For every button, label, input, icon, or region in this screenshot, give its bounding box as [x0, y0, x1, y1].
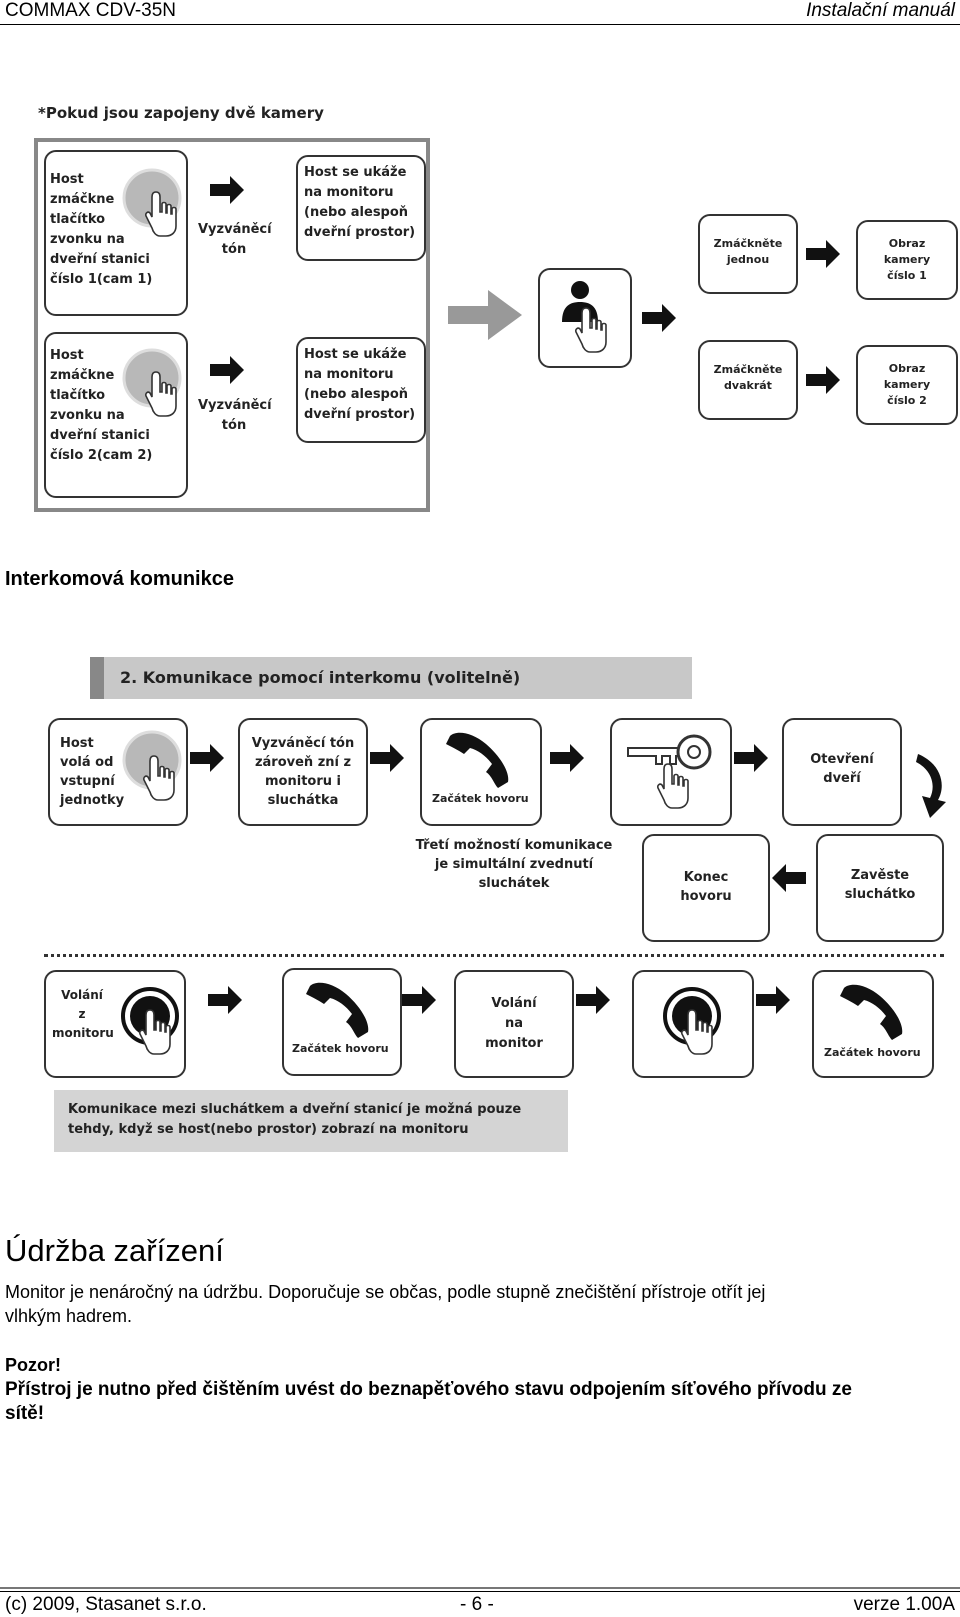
call-to-monitor-box: Volání na monitor [454, 970, 574, 1078]
intercom-note-box: Komunikace mezi sluchátkem a dveřní stan… [54, 1090, 568, 1152]
open-door-label: Otevření dveří [810, 752, 874, 786]
ring-both-label: Vyzváněcí tón zároveň zní z monitoru i s… [251, 736, 355, 808]
call-from-monitor-box: Volání z monitoru [44, 970, 186, 1078]
arrow-right-icon [550, 744, 584, 772]
header-divider [0, 24, 960, 25]
diagram1-title: *Pokud jsou zapojeny dvě kamery [38, 104, 324, 122]
arrow-right-icon [734, 744, 768, 772]
intercom-note-label: Komunikace mezi sluchátkem a dveřní stan… [68, 1102, 522, 1137]
host-press-cam2-label: Host zmáčkne tlačítko zvonku na dveřní s… [50, 348, 153, 463]
call-start-label: Začátek hovoru [432, 792, 529, 805]
open-door-box: Otevření dveří [782, 718, 902, 826]
call-start-label-3: Začátek hovoru [824, 1046, 921, 1059]
arrow-right-icon [210, 176, 244, 204]
ring-tone-label-1: Vyzváněcí tón [198, 222, 272, 257]
call-start-label-2: Začátek hovoru [292, 1042, 389, 1055]
host-calls-box: Host volá od vstupní jednotky [48, 718, 188, 826]
warning-heading: Pozor! [5, 1355, 61, 1375]
call-start-box: Začátek hovoru [420, 718, 542, 826]
host-press-cam2-box: Host zmáčkne tlačítko zvonku na dveřní s… [44, 332, 188, 498]
footer-version: verze 1.00A [853, 1594, 955, 1615]
footer-divider-thin [0, 1591, 960, 1592]
host-press-cam1-box: Host zmáčkne tlačítko zvonku na dveřní s… [44, 150, 188, 316]
arrow-right-icon [370, 744, 404, 772]
door-unlock-button-box [610, 718, 732, 826]
press-once-box: Zmáčkněte jednou [698, 214, 798, 294]
camera2-image-label: Obraz kamery číslo 2 [883, 362, 931, 407]
arrow-right-icon [402, 986, 436, 1014]
call-to-monitor-label: Volání na monitor [485, 996, 543, 1051]
press-twice-label: Zmáčkněte dvakrát [713, 363, 783, 392]
warning-text: Přístroj je nutno před čištěním uvést do… [5, 1379, 852, 1424]
call-button-icon [663, 987, 721, 1055]
call-start-box-2: Začátek hovoru [282, 968, 402, 1076]
doorbell-button-icon [122, 730, 182, 801]
maintenance-text: Monitor je nenáročný na údržbu. Doporuču… [5, 1282, 766, 1326]
end-call-label: Konec hovoru [680, 870, 732, 904]
call-from-monitor-label: Volání z monitoru [52, 988, 114, 1040]
doorbell-button-icon [122, 168, 182, 237]
hang-up-label: Zavěste sluchátko [844, 868, 916, 902]
arrow-right-icon [576, 986, 610, 1014]
phone-handset-icon [840, 984, 903, 1040]
end-call-box: Konec hovoru [642, 834, 770, 942]
header-product: COMMAX CDV-35N [5, 0, 177, 21]
big-gray-arrow-icon [448, 290, 522, 340]
footer-copyright: (c) 2009, Stasanet s.r.o. [5, 1594, 207, 1615]
dotted-divider [44, 954, 944, 957]
hang-up-box: Zavěste sluchátko [816, 834, 944, 942]
banner-accent [90, 657, 104, 699]
camera1-image-label: Obraz kamery číslo 1 [883, 237, 931, 282]
host-shown-box-2: Host se ukáže na monitoru (nebo alespoň … [296, 337, 426, 443]
maintenance-heading: Údržba zařízení [5, 1233, 224, 1268]
arrow-right-icon [756, 986, 790, 1014]
intercom-banner: 2. Komunikace pomocí interkomu (voliteln… [90, 657, 692, 699]
press-once-label: Zmáčkněte jednou [713, 237, 783, 266]
curved-arrow-down-icon [916, 754, 946, 818]
camera1-image-box: Obraz kamery číslo 1 [856, 220, 958, 300]
key-icon [627, 734, 712, 809]
arrow-right-icon [210, 356, 244, 384]
ring-tone-label-2: Vyzváněcí tón [198, 398, 272, 433]
footer-divider [0, 1587, 960, 1589]
arrow-right-icon [190, 744, 224, 772]
footer-page-number: - 6 - [460, 1594, 494, 1615]
host-shown-label-1: Host se ukáže na monitoru (nebo alespoň … [304, 165, 416, 240]
arrow-right-icon [806, 366, 840, 394]
call-button-box [632, 970, 754, 1078]
phone-handset-icon [306, 982, 369, 1038]
call-start-box-3: Začátek hovoru [812, 970, 934, 1078]
call-button-icon [121, 987, 179, 1055]
intercom-banner-label: 2. Komunikace pomocí interkomu (voliteln… [120, 668, 521, 687]
phone-handset-icon [446, 732, 509, 788]
host-shown-label-2: Host se ukáže na monitoru (nebo alespoň … [304, 347, 416, 422]
arrow-right-icon [642, 304, 676, 332]
ring-both-box: Vyzváněcí tón zároveň zní z monitoru i s… [238, 718, 368, 826]
host-shown-box-1: Host se ukáže na monitoru (nebo alespoň … [296, 155, 426, 261]
arrow-right-icon [208, 986, 242, 1014]
press-twice-box: Zmáčkněte dvakrát [698, 340, 798, 420]
third-option-label: Třetí možností komunikace je simultální … [415, 838, 613, 891]
host-press-cam1-label: Host zmáčkne tlačítko zvonku na dveřní s… [50, 172, 153, 287]
arrow-left-icon [772, 864, 806, 892]
header-manual-title: Instalační manuál [806, 0, 955, 21]
arrow-right-icon [806, 240, 840, 268]
person-button-icon [562, 281, 607, 353]
camera-select-button-box [538, 268, 632, 368]
section-intercom-heading: Interkomová komunikce [5, 568, 234, 590]
doorbell-button-icon [122, 348, 182, 417]
camera2-image-box: Obraz kamery číslo 2 [856, 345, 958, 425]
host-calls-label: Host volá od vstupní jednotky [60, 736, 125, 808]
